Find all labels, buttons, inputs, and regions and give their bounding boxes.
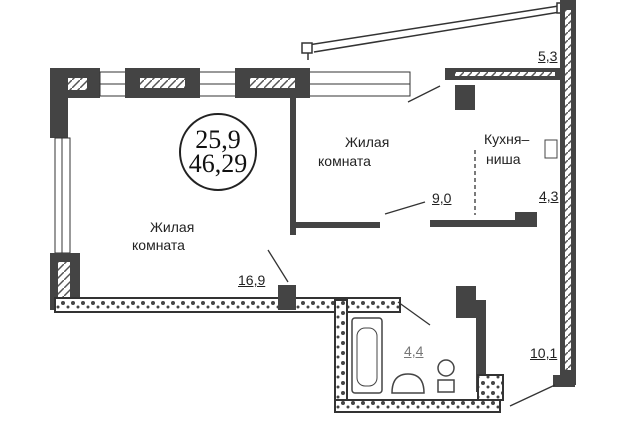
- room-label: ниша: [486, 151, 521, 167]
- leader-lines: [267, 85, 556, 407]
- total-area-value: 46,29: [188, 149, 248, 178]
- room-label: Кухня–: [484, 131, 530, 147]
- room-area: 16,9: [238, 272, 266, 288]
- room-area: 4,3: [539, 188, 559, 204]
- balcony-area: 5,3: [538, 48, 558, 64]
- room-label: комната: [132, 237, 185, 253]
- hallway-area: 10,1: [530, 345, 558, 361]
- room-label: Жилая: [150, 219, 195, 235]
- bathroom-area: 4,4: [404, 343, 424, 359]
- walls: [50, 0, 576, 413]
- balcony: [301, 2, 576, 60]
- room-label: Жилая: [345, 134, 390, 150]
- room-area: 9,0: [432, 190, 452, 206]
- living-area-value: 25,9: [195, 125, 241, 154]
- room-label: комната: [318, 153, 371, 169]
